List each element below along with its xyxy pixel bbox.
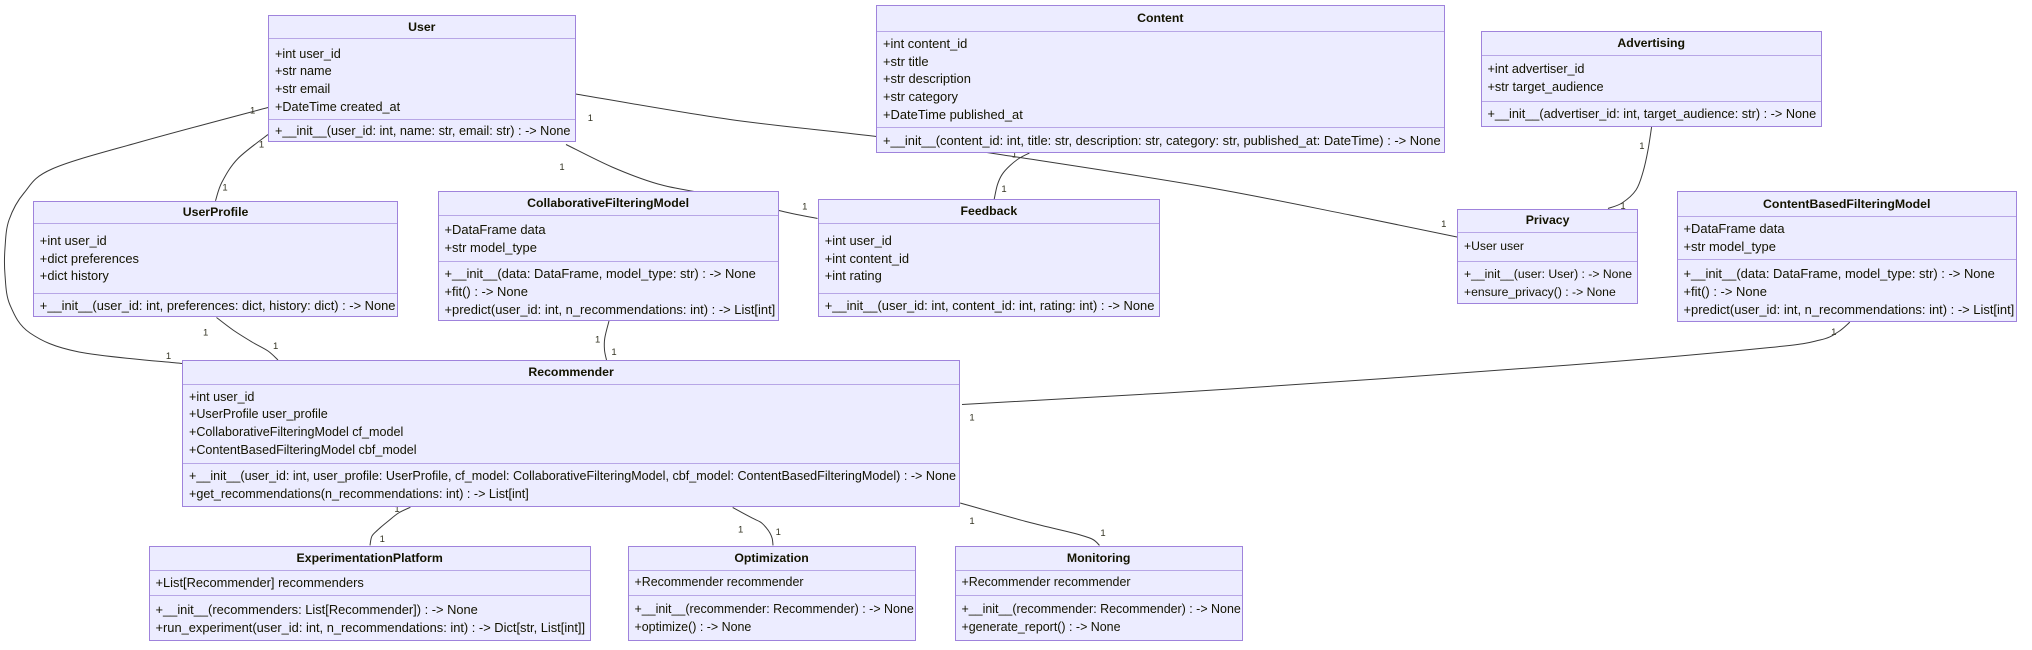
svg-text:1: 1 — [222, 182, 227, 193]
svg-text:1: 1 — [380, 534, 385, 545]
svg-text:1: 1 — [969, 412, 974, 423]
svg-text:1: 1 — [1100, 528, 1105, 539]
svg-text:1: 1 — [1012, 149, 1017, 160]
svg-text:1: 1 — [611, 347, 616, 358]
svg-text:1: 1 — [802, 201, 807, 212]
svg-text:1: 1 — [738, 524, 743, 535]
svg-text:1: 1 — [1001, 184, 1006, 195]
svg-text:1: 1 — [776, 527, 781, 538]
svg-text:1: 1 — [1831, 327, 1836, 338]
svg-text:1: 1 — [394, 504, 399, 515]
svg-text:1: 1 — [969, 516, 974, 527]
svg-text:1: 1 — [1620, 201, 1625, 212]
svg-text:1: 1 — [166, 351, 171, 362]
svg-text:1: 1 — [250, 106, 255, 117]
svg-text:1: 1 — [273, 341, 278, 352]
svg-text:1: 1 — [1441, 219, 1446, 230]
svg-text:1: 1 — [203, 328, 208, 339]
svg-text:1: 1 — [259, 139, 264, 150]
svg-text:1: 1 — [1639, 141, 1644, 152]
svg-text:1: 1 — [595, 334, 600, 345]
svg-text:1: 1 — [588, 113, 593, 124]
svg-text:1: 1 — [559, 162, 564, 173]
